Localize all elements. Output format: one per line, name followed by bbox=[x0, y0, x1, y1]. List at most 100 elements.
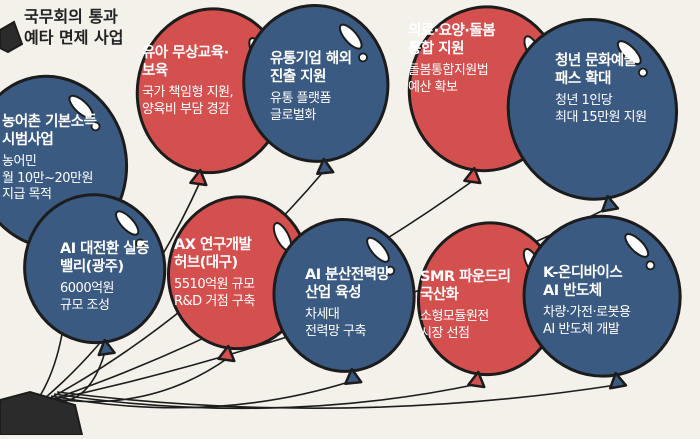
balloon-title-line: 유아 무상교육· bbox=[142, 45, 229, 61]
hand-holding-strings bbox=[0, 390, 84, 436]
balloon bbox=[23, 193, 167, 357]
balloon bbox=[522, 214, 682, 390]
balloon-title-line: 통합 지원 bbox=[408, 41, 464, 58]
balloon-title-line: 패스 확대 bbox=[555, 71, 611, 88]
balloon-description-line: 국가 책임형 지원, bbox=[142, 85, 234, 101]
balloon-highlight bbox=[366, 236, 390, 263]
balloon-highlight-dot bbox=[645, 260, 656, 271]
balloon-knot bbox=[217, 344, 236, 363]
sleeve-shape bbox=[0, 390, 84, 436]
balloon-description-line: 유통 플랫폼 bbox=[270, 91, 331, 107]
balloon-description-line: 차량·가전·로봇용 bbox=[543, 305, 631, 321]
balloon-title-line: 국산화 bbox=[420, 287, 459, 304]
balloon-knot bbox=[344, 367, 363, 386]
balloon-title-line: 보육 bbox=[142, 63, 168, 80]
balloon-title-line: AI 반도체 bbox=[543, 283, 602, 300]
balloon-title-line: AI 대전환 실증 bbox=[60, 241, 149, 257]
balloon bbox=[272, 217, 416, 386]
balloon-highlight bbox=[68, 94, 94, 120]
balloon-highlight-dot bbox=[385, 265, 396, 276]
pen-shape bbox=[0, 20, 24, 54]
balloon-title-line: 농어촌 기본소득 bbox=[2, 114, 97, 130]
balloon-description-line: 5510억원 규모 bbox=[174, 277, 255, 293]
balloon-description-line: 소형모듈원전 bbox=[420, 309, 489, 325]
balloon-description-line: 예산 확보 bbox=[408, 79, 458, 95]
balloon-title-line: SMR 파운드리 bbox=[420, 269, 511, 285]
balloon-highlight-dot bbox=[638, 67, 648, 78]
pen-icon bbox=[0, 20, 24, 54]
balloon-title-line: K-온디바이스 bbox=[543, 265, 623, 281]
balloon-highlight-dot bbox=[90, 121, 101, 132]
balloon-title: 유아 무상교육· 보육 bbox=[142, 44, 233, 80]
infographic-title: 국무회의 통과 예타 면제 사업 bbox=[24, 6, 123, 48]
balloon-title-line: 허브(대구) bbox=[174, 255, 238, 272]
balloon-description-line: 글로벌화 bbox=[270, 107, 316, 123]
balloon-description-line: 농어민 bbox=[2, 154, 37, 170]
balloon-title-line: AX 연구개발 bbox=[174, 237, 252, 253]
title-line-1: 국무회의 통과 bbox=[24, 7, 118, 26]
balloon-highlight bbox=[624, 233, 650, 258]
balloon-knot bbox=[600, 194, 620, 213]
balloon-title: K-온디바이스 AI 반도체 bbox=[543, 264, 631, 300]
balloon-title-line: 청년 문화예술 bbox=[555, 53, 637, 69]
balloon-description-line: 월 10만~20만원 bbox=[2, 170, 93, 186]
balloon-description-line: 지급 목적 bbox=[2, 186, 52, 202]
balloon-string bbox=[50, 380, 353, 409]
balloon-description-line: 돌봄통합지원법 bbox=[408, 63, 489, 79]
balloon-description: 국가 책임형 지원,양육비 부담 경감 bbox=[142, 85, 234, 118]
balloon-description-line: 전력망 구축 bbox=[305, 323, 366, 339]
balloon-knot bbox=[189, 168, 208, 187]
balloon-title-line: 진출 지원 bbox=[270, 69, 326, 86]
balloon-description-line: 양육비 부담 경감 bbox=[142, 101, 230, 117]
balloon-string bbox=[47, 357, 229, 403]
balloon-knot bbox=[467, 370, 486, 389]
balloon-title-line: 산업 육성 bbox=[305, 285, 361, 302]
balloon-highlight bbox=[115, 210, 140, 236]
balloon-description-line: 청년 1인당 bbox=[555, 93, 613, 109]
balloon-description-line: 시장 선점 bbox=[420, 325, 470, 341]
balloon-description-line: R&D 거점 구축 bbox=[174, 293, 255, 309]
balloon-highlight bbox=[616, 40, 642, 66]
balloon-knot bbox=[316, 157, 335, 176]
balloon-description-line: AI 반도체 개발 bbox=[543, 321, 620, 337]
balloon-description-line: 6000억원 bbox=[60, 281, 115, 297]
balloon-highlight-dot bbox=[135, 238, 146, 249]
balloon-title-line: 밸리(광주) bbox=[60, 259, 124, 276]
balloon-knot bbox=[463, 166, 482, 185]
balloon bbox=[242, 3, 390, 176]
balloon-string bbox=[56, 384, 617, 409]
balloon-highlight bbox=[338, 23, 363, 50]
balloon-description-line: 최대 15만원 지원 bbox=[555, 109, 647, 125]
balloon bbox=[166, 195, 311, 363]
title-line-2: 예타 면제 사업 bbox=[24, 28, 124, 47]
balloon-title-line: 의료·요양·돌봄 bbox=[408, 23, 496, 39]
